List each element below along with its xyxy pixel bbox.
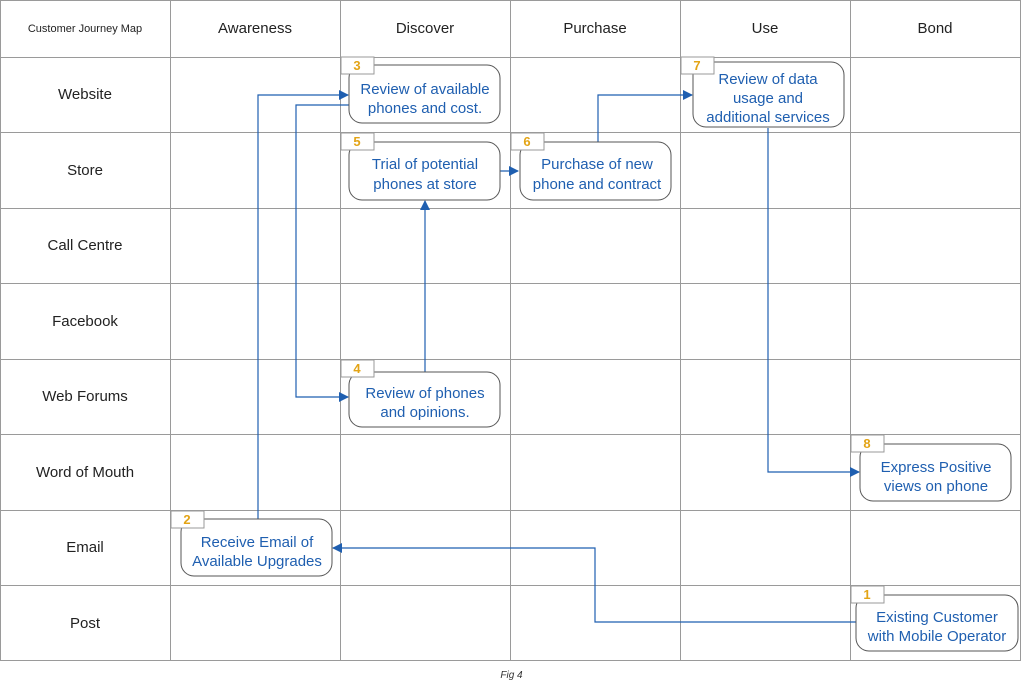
customer-journey-map-diagram: Customer Journey Map Awareness Discover … xyxy=(0,0,1021,661)
connector-7-to-8 xyxy=(767,128,860,477)
step-2: 2 Receive Email of Available Upgrades xyxy=(170,510,333,577)
step-1: 1 Existing Customer with Mobile Operator xyxy=(850,585,1019,652)
step-2-text-line-1: Receive Email of xyxy=(201,534,314,551)
step-6-number: 6 xyxy=(523,134,530,149)
connector-3-to-4 xyxy=(295,104,349,402)
step-7-box xyxy=(692,61,845,128)
connector-1-to-2 xyxy=(332,543,860,623)
row-label-facebook: Facebook xyxy=(52,313,118,330)
step-3-number-tab xyxy=(340,56,375,75)
row-label-word-of-mouth: Word of Mouth xyxy=(36,464,134,481)
grid xyxy=(0,0,1021,661)
corner-label: Customer Journey Map xyxy=(28,23,142,35)
connectors xyxy=(257,90,860,623)
step-7-number-tab xyxy=(680,56,715,75)
connector-6-to-7 xyxy=(597,90,693,142)
step-7: 7 Review of data usage and additional se… xyxy=(680,56,845,128)
step-6: 6 Purchase of new phone and contract xyxy=(510,132,672,201)
step-4-box xyxy=(348,371,501,428)
step-7-number: 7 xyxy=(693,58,700,73)
step-3-box xyxy=(348,64,501,124)
step-2-number: 2 xyxy=(183,512,190,527)
step-4-text-line-1: Review of phones xyxy=(365,385,484,402)
step-5-box xyxy=(348,141,501,201)
column-header-use: Use xyxy=(752,20,779,37)
step-8: 8 Express Positive views on phone xyxy=(850,434,1012,502)
step-6-text-line-2: phone and contract xyxy=(533,176,662,193)
step-5-text-line-1: Trial of potential xyxy=(372,156,478,173)
step-5-number-tab xyxy=(340,132,375,151)
column-header-discover: Discover xyxy=(396,20,454,37)
step-1-number: 1 xyxy=(863,587,870,602)
row-label-email: Email xyxy=(66,539,104,556)
step-5: 5 Trial of potential phones at store xyxy=(340,132,501,201)
step-5-text-line-2: phones at store xyxy=(373,176,476,193)
connector-2-to-3 xyxy=(257,90,349,519)
step-2-number-tab xyxy=(170,510,205,529)
step-1-text-line-2: with Mobile Operator xyxy=(867,628,1006,645)
step-5-number: 5 xyxy=(353,134,360,149)
step-4: 4 Review of phones and opinions. xyxy=(340,359,501,428)
step-7-text-line-2: usage and xyxy=(733,90,803,107)
step-8-text-line-2: views on phone xyxy=(884,478,988,495)
step-4-text-line-2: and opinions. xyxy=(380,404,469,421)
step-4-number-tab xyxy=(340,359,375,378)
row-label-post: Post xyxy=(70,615,101,632)
step-7-text-line-1: Review of data xyxy=(718,71,818,88)
step-7-text-line-3: additional services xyxy=(706,109,829,126)
column-header-bond: Bond xyxy=(917,20,952,37)
step-8-number-tab xyxy=(850,434,885,453)
column-header-awareness: Awareness xyxy=(218,20,292,37)
row-label-website: Website xyxy=(58,86,112,103)
row-label-web-forums: Web Forums xyxy=(42,388,128,405)
step-6-number-tab xyxy=(510,132,545,151)
step-1-number-tab xyxy=(850,585,885,604)
step-6-text-line-1: Purchase of new xyxy=(541,156,653,173)
step-3-number: 3 xyxy=(353,58,360,73)
step-8-text-line-1: Express Positive xyxy=(881,459,992,476)
step-3-text-line-2: phones and cost. xyxy=(368,100,482,117)
column-header-purchase: Purchase xyxy=(563,20,626,37)
row-label-call-centre: Call Centre xyxy=(47,237,122,254)
step-2-box xyxy=(180,518,333,577)
step-3-text-line-1: Review of available xyxy=(360,81,489,98)
step-8-box xyxy=(859,443,1012,502)
step-1-box xyxy=(855,594,1019,652)
step-3: 3 Review of available phones and cost. xyxy=(340,56,501,124)
step-2-text-line-2: Available Upgrades xyxy=(192,553,322,570)
step-1-text-line-1: Existing Customer xyxy=(876,609,998,626)
row-label-store: Store xyxy=(67,162,103,179)
figure-caption: Fig 4 xyxy=(500,670,523,681)
step-6-box xyxy=(519,141,672,201)
step-4-number: 4 xyxy=(353,361,361,376)
step-8-number: 8 xyxy=(863,436,870,451)
